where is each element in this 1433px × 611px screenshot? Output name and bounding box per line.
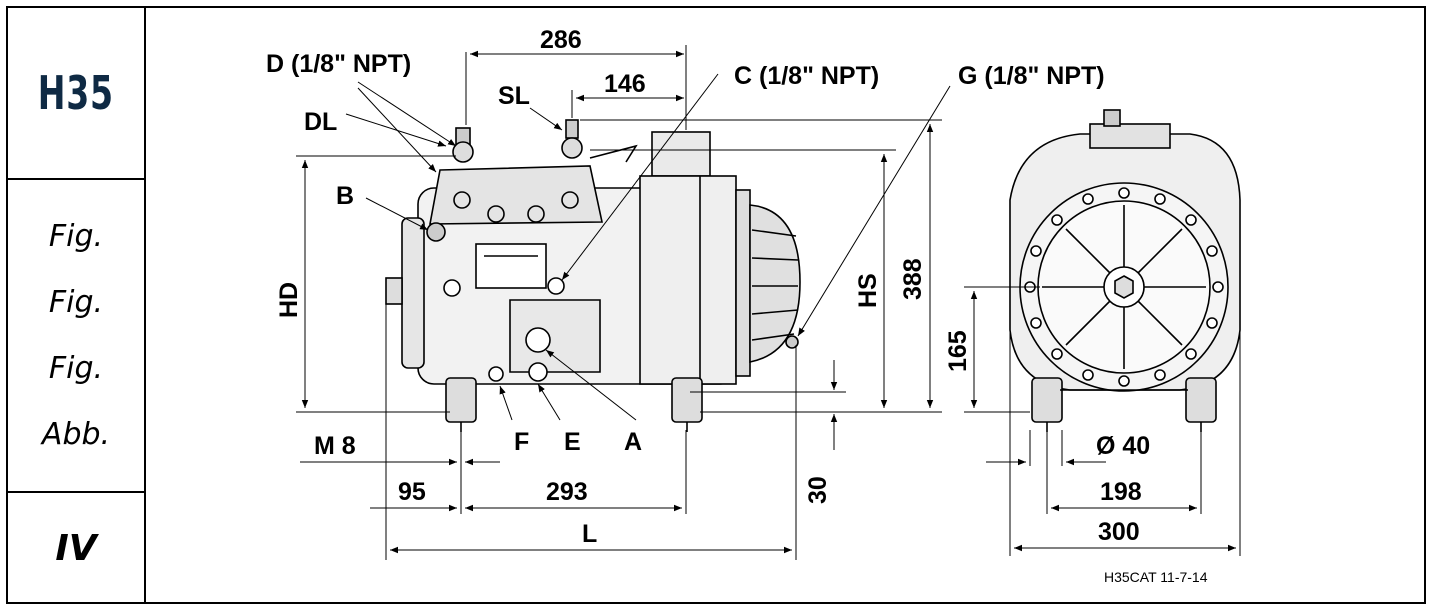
foot-left (445, 377, 477, 423)
port-a (525, 327, 551, 353)
motor-housing (639, 175, 737, 385)
port-e (528, 362, 548, 382)
drawing-code: H35CAT 11-7-14 (1104, 569, 1208, 585)
label-b: B (336, 182, 354, 210)
dimension-lines (296, 45, 1241, 560)
dim-30: 30 (804, 476, 832, 504)
model-cell: H35 (8, 8, 144, 180)
label-a: A (624, 428, 642, 456)
section-cell: IV (8, 493, 144, 604)
fig-label: Fig. (48, 284, 104, 320)
end-cap (401, 217, 425, 369)
discharge-valve (452, 141, 474, 163)
port-c (547, 277, 565, 295)
label-f: F (514, 428, 529, 456)
dim-286: 286 (540, 26, 582, 54)
drawing-frame: H35 Fig. Fig. Fig. Abb. IV (6, 6, 1426, 604)
front-view (1009, 109, 1241, 432)
dim-293: 293 (546, 478, 588, 506)
left-column: H35 Fig. Fig. Fig. Abb. IV (8, 8, 146, 602)
label-hs: HS (854, 273, 882, 308)
suction-valve (561, 137, 583, 159)
label-e: E (564, 428, 581, 456)
cylinder-head (429, 165, 603, 225)
foot-right (671, 377, 703, 423)
fig-label: Fig. (48, 218, 104, 254)
name-plate (475, 243, 547, 289)
dim-dia40: Ø 40 (1096, 432, 1150, 460)
motor-end-cover (749, 204, 801, 363)
label-d: D (1/8" NPT) (266, 50, 411, 78)
end-cap-plug (385, 277, 403, 305)
fig-cell: Fig. Fig. Fig. Abb. (8, 180, 144, 493)
fig-label: Fig. (48, 350, 104, 386)
dim-95: 95 (398, 478, 426, 506)
dim-165: 165 (944, 330, 972, 372)
label-m8: M 8 (314, 432, 356, 460)
fig-label: Abb. (41, 416, 111, 452)
label-l: L (582, 520, 597, 548)
dim-300: 300 (1098, 518, 1140, 546)
model-label: H35 (38, 66, 114, 120)
label-dl: DL (304, 108, 337, 136)
label-sl: SL (498, 82, 530, 110)
port-b (426, 222, 446, 242)
dim-146: 146 (604, 70, 646, 98)
port-f (488, 366, 504, 382)
label-hd: HD (275, 282, 303, 318)
terminal-box (651, 131, 711, 177)
label-g: G (1/8" NPT) (958, 62, 1105, 90)
side-view (385, 119, 801, 432)
port-g (785, 335, 799, 349)
section-label: IV (55, 528, 97, 569)
dim-388: 388 (899, 258, 927, 300)
dim-198: 198 (1100, 478, 1142, 506)
label-c: C (1/8" NPT) (734, 62, 879, 90)
